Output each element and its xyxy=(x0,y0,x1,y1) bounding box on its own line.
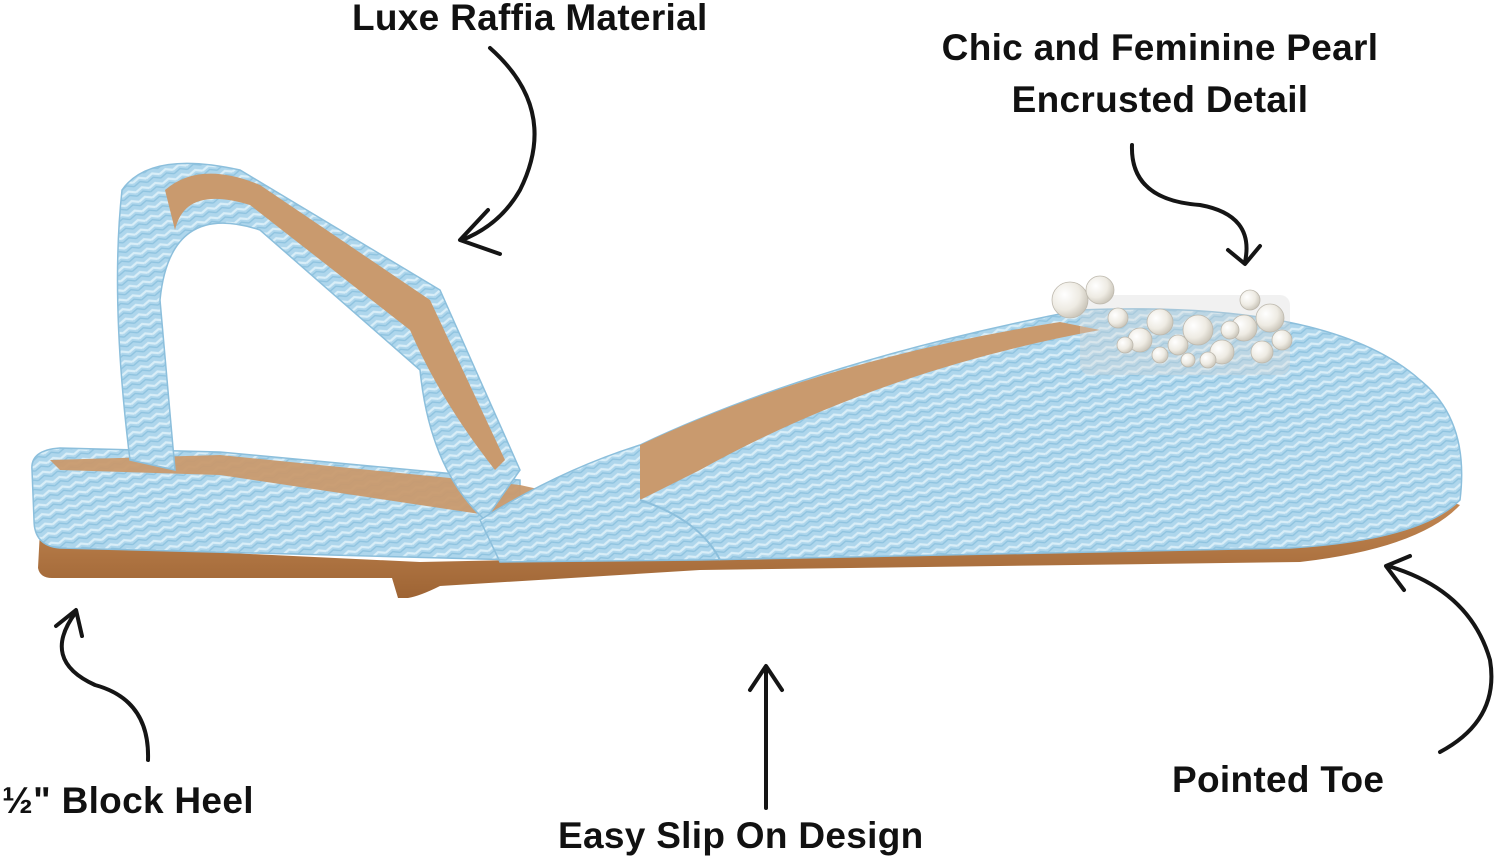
shoe-sole xyxy=(38,498,1460,598)
arrow-pearl-head xyxy=(1226,244,1262,266)
callout-pearl-detail: Chic and Feminine Pearl Encrusted Detail xyxy=(910,22,1410,126)
arrow-raffia xyxy=(460,46,537,242)
pearl xyxy=(1146,308,1174,336)
pearl xyxy=(1182,314,1214,346)
arrow-pearl xyxy=(1129,143,1249,264)
pearl xyxy=(1199,351,1217,369)
pearl xyxy=(1085,275,1115,305)
callout-arrows xyxy=(54,46,1494,810)
pearl xyxy=(1051,281,1089,319)
arrow-slip-head xyxy=(748,664,784,692)
pearl xyxy=(1167,334,1189,356)
arrow-heel-head xyxy=(54,608,84,638)
pearl-ornament xyxy=(1051,275,1293,375)
arrow-toe xyxy=(1386,564,1494,754)
callout-block-heel: ½" Block Heel xyxy=(2,780,254,821)
shoe-vamp xyxy=(479,308,1463,563)
pearl xyxy=(1271,329,1293,351)
pearl xyxy=(1151,346,1169,364)
pearl xyxy=(1250,340,1274,364)
arrow-toe-head xyxy=(1384,554,1412,592)
pearl xyxy=(1107,307,1129,329)
slingback-strap xyxy=(116,162,521,522)
pearl xyxy=(1239,289,1261,311)
callout-raffia-material: Luxe Raffia Material xyxy=(352,0,708,38)
arrow-heel xyxy=(59,610,151,762)
callout-pointed-toe: Pointed Toe xyxy=(1172,759,1385,800)
callout-pearl-line1: Chic and Feminine Pearl xyxy=(941,27,1379,68)
pearl xyxy=(1255,303,1285,333)
callout-slip-on: Easy Slip On Design xyxy=(558,815,924,856)
arrow-raffia-head xyxy=(458,208,502,256)
pearl xyxy=(1220,320,1240,340)
callout-pearl-line2: Encrusted Detail xyxy=(1011,79,1309,120)
pearl xyxy=(1180,352,1196,368)
pearl xyxy=(1116,336,1134,354)
